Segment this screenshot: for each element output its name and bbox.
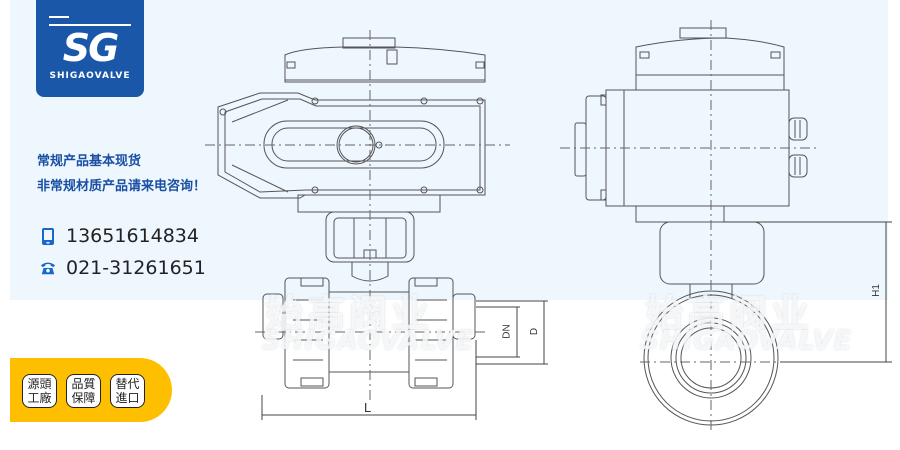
badge-text: 工廠 [27,391,52,405]
promo-line-stock: 常规产品基本现货 [37,154,142,169]
watermark-cn: 始高阀业 [265,292,434,336]
brand-logo: SG SHIGAOVALVE [36,0,144,97]
side-centerlines [560,20,820,430]
badge-source-factory: 源頭 工廠 [22,374,57,408]
logo-brand-text: SHIGAOVALVE [49,71,131,81]
front-actuator [217,37,486,282]
side-dimension-lines [724,221,892,363]
mobile-phone-icon [40,226,56,246]
front-dimension-lines [261,300,548,420]
badge-text: 替代 [115,377,140,391]
logo-bar [49,24,131,26]
promo-line-inquiry: 非常规材质产品请来电咨询！ [37,179,207,194]
side-actuator [574,27,808,426]
dimension-label-h1: H1 [870,284,882,297]
watermark-en: SHIGAOVALVE [262,326,475,356]
telephone-number[interactable]: 021-31261651 [66,257,206,279]
mobile-number[interactable]: 13651614834 [66,225,199,247]
badge-import-replacement: 替代 進口 [110,374,145,408]
dimension-label-d: D [529,327,541,336]
watermark-cn: 始高阀业 [645,292,814,336]
telephone-icon [40,258,56,278]
contact-mobile: 13651614834 [40,225,199,247]
badge-text: 進口 [115,391,140,405]
front-centerlines [205,30,510,400]
logo-mark: SG [62,26,120,70]
badge-text: 保障 [71,391,96,405]
dimension-label-length: L [364,400,372,415]
badge-quality-assurance: 品質 保障 [66,374,101,408]
badge-text: 源頭 [27,377,52,391]
dimension-label-dn: DN [501,324,513,339]
logo-bar [49,16,69,18]
badge-group: 源頭 工廠 品質 保障 替代 進口 [22,374,145,408]
watermark-en: SHIGAOVALVE [640,326,853,356]
badge-text: 品質 [71,377,96,391]
contact-telephone: 021-31261651 [40,257,206,279]
